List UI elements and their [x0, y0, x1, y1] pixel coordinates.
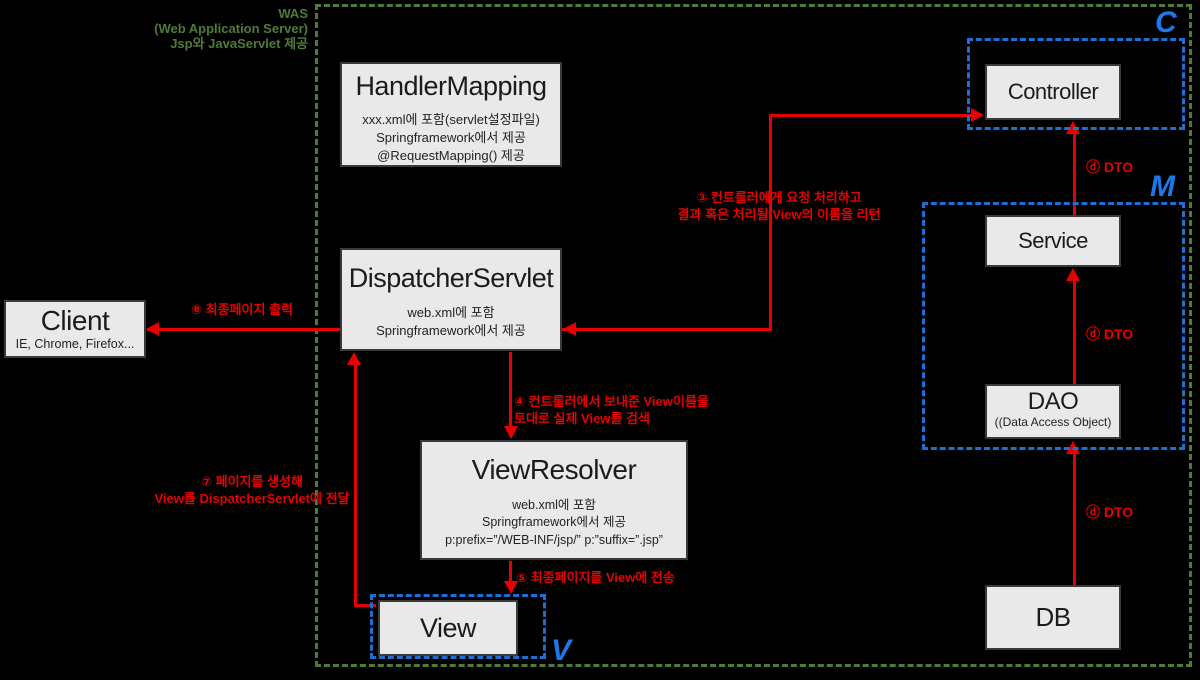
handler-mapping-line3: @RequestMapping() 제공 [377, 147, 525, 163]
was-note-line3: Jsp와 JavaServlet 제공 [170, 36, 308, 51]
arrowhead-into-dispatcher-icon [563, 322, 576, 336]
view-title: View [419, 613, 477, 643]
step-label-controller-line2: 결과 혹은 처리될 View의 이름을 리턴 [677, 207, 881, 222]
was-note-line2: (Web Application Server) [154, 21, 308, 36]
dao-subtitle: ((Data Access Object) [994, 415, 1112, 429]
step-label-view-return-line1: ⑦ 페이지를 생성해 [201, 474, 303, 489]
step-label-resolver: ④ 컨트롤러에서 보내준 View이름을 토대로 실제 View를 검색 [514, 393, 744, 427]
dispatcher-servlet-box: DispatcherServlet web.xml에 포함 Springfram… [340, 248, 562, 351]
arrowhead-into-dispatcher-bottom-icon [347, 352, 361, 365]
handler-mapping-box: HandlerMapping xxx.xml에 포함(servlet설정파일) … [340, 62, 562, 167]
db-box: DB [985, 585, 1121, 650]
step-label-controller: ③ 컨트롤러에게 요청 처리하고 결과 혹은 처리될 View의 이름을 리턴 [668, 189, 890, 223]
view-resolver-line1: web.xml에 포함 [512, 498, 596, 512]
arrowhead-dao-to-service-icon [1066, 268, 1080, 281]
view-resolver-title: ViewResolver [471, 454, 637, 485]
connector-controller-vertical [769, 115, 772, 331]
client-subtitle: IE, Chrome, Firefox... [15, 337, 135, 351]
mvc-letter-v: V [551, 634, 572, 667]
step-label-resolver-line1: ④ 컨트롤러에서 보내준 View이름을 [514, 394, 709, 409]
dao-title: DAO [1027, 388, 1079, 415]
step-label-view-return: ⑦ 페이지를 생성해 View를 DispatcherServlet에 전달 [152, 473, 352, 507]
handler-mapping-line1: xxx.xml에 포함(servlet설정파일) [362, 112, 540, 127]
handler-mapping-title: HandlerMapping [355, 71, 547, 101]
dto-label-service: ⓓ DTO [1086, 326, 1134, 342]
connector-dao-to-service [1073, 280, 1076, 384]
was-note: WAS (Web Application Server) Jsp와 JavaSe… [60, 6, 308, 51]
view-resolver-line2: Springframework에서 제공 [482, 515, 626, 530]
view-resolver-line3: p:prefix=”/WEB-INF/jsp/” p:”suffix=”.jsp… [445, 532, 663, 547]
connector-view-to-dispatcher [354, 364, 357, 607]
model-m-frame [922, 202, 1185, 450]
handler-mapping-details: xxx.xml에 포함(servlet설정파일) Springframework… [342, 111, 560, 165]
connector-db-to-dao [1073, 453, 1076, 585]
dispatcher-servlet-details: web.xml에 포함 Springframework에서 제공 [342, 304, 560, 340]
view-v-frame [370, 594, 546, 659]
controller-title: Controller [1007, 79, 1099, 104]
view-resolver-details: web.xml에 포함 Springframework에서 제공 p:prefi… [422, 497, 686, 549]
service-box: Service [985, 215, 1121, 267]
dispatcher-servlet-line1: web.xml에 포함 [407, 305, 495, 320]
mvc-letter-c: C [1155, 6, 1177, 39]
step-label-resolver-line2: 토대로 실제 View를 검색 [514, 411, 650, 426]
mvc-letter-m: M [1150, 170, 1175, 203]
dao-box: DAO ((Data Access Object) [985, 384, 1121, 439]
arrowhead-into-controller-icon [971, 108, 984, 122]
dto-label-controller: ⓓ DTO [1086, 159, 1134, 175]
was-note-line1: WAS [278, 6, 308, 21]
dto-label-dao: ⓓ DTO [1086, 504, 1134, 520]
service-title: Service [1018, 228, 1088, 253]
view-box: View [378, 600, 518, 656]
handler-mapping-line2: Springframework에서 제공 [376, 129, 526, 145]
connector-dispatcher-to-resolver [509, 352, 512, 427]
step-label-final-output: ⑧ 최종페이지 출력 [191, 302, 293, 317]
connector-controller-horizontal [769, 114, 974, 117]
arrowhead-into-view-icon [504, 581, 518, 594]
arrowhead-into-resolver-icon [504, 426, 518, 439]
connector-resolver-to-view [509, 561, 512, 582]
view-resolver-box: ViewResolver web.xml에 포함 Springframework… [420, 440, 688, 560]
client-title: Client [40, 305, 110, 336]
connector-view-stub [354, 604, 376, 607]
controller-c-frame [967, 38, 1185, 130]
step-label-view-return-line2: View를 DispatcherServlet에 전달 [154, 491, 350, 506]
db-title: DB [1035, 602, 1071, 632]
client-box: Client IE, Chrome, Firefox... [4, 300, 146, 358]
was-boundary-frame [315, 4, 1192, 667]
dispatcher-servlet-title: DispatcherServlet [348, 263, 554, 293]
connector-service-to-controller [1073, 133, 1076, 215]
step-label-controller-line1: ③ 컨트롤러에게 요청 처리하고 [696, 190, 862, 205]
step-label-to-view: ⑤ 최종페이지를 View에 전송 [516, 570, 675, 585]
dispatcher-servlet-line2: Springframework에서 제공 [376, 322, 526, 338]
arrowhead-into-client-icon [146, 322, 159, 336]
controller-box: Controller [985, 64, 1121, 120]
